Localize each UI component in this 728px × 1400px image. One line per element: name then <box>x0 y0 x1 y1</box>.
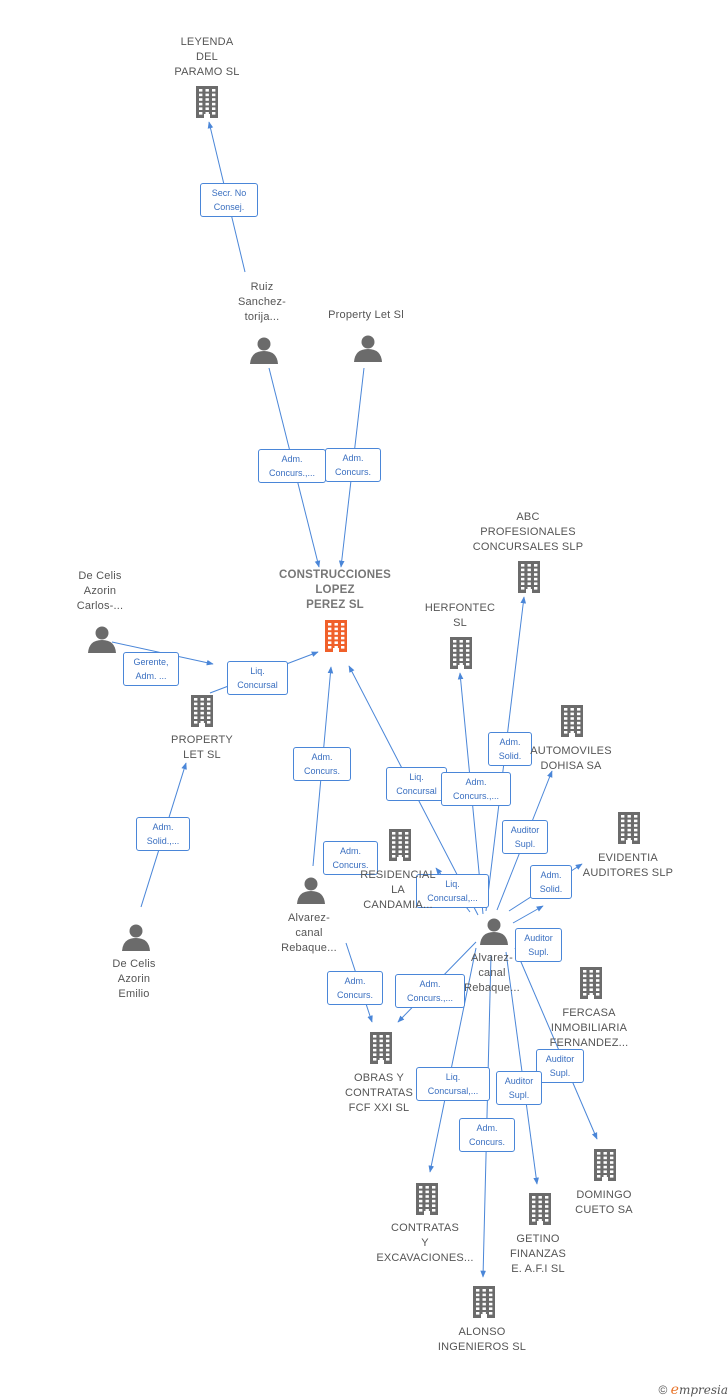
edge-label-alvarez2-to-residencial[interactable]: Liq. Concursal,... <box>416 874 489 908</box>
node-label-decelis_carlos[interactable]: De Celis Azorin Carlos-... <box>76 570 124 612</box>
building-icon-residencial[interactable] <box>389 829 411 861</box>
node-label-herfontec[interactable]: HERFONTEC SL <box>424 602 496 629</box>
edge-label-alvarez1-to-construcciones[interactable]: Adm. Concurs. <box>293 747 351 781</box>
edge-label-property_let_person-to-construcciones[interactable]: Adm. Concurs. <box>325 448 381 482</box>
node-label-leyenda[interactable]: LEYENDA DEL PARAMO SL <box>174 36 240 78</box>
edge-label-alvarez1-to-residencial[interactable]: Adm. Concurs. <box>323 841 378 875</box>
edge-label-alvarez2-to-construcciones[interactable]: Liq. Concursal <box>386 767 447 801</box>
edge-label-decelis_emilio-to-property_let_sl[interactable]: Adm. Solid.,... <box>136 817 190 851</box>
node-label-decelis_emilio[interactable]: De Celis Azorin Emilio <box>112 958 156 1000</box>
person-icon-decelis_emilio[interactable] <box>122 924 150 952</box>
person-icon-property_let_person[interactable] <box>354 335 382 363</box>
person-icon-alvarez2[interactable] <box>480 918 508 946</box>
edge-alvarez2-to-getino <box>505 951 539 1185</box>
building-icon-property_let_sl[interactable] <box>191 695 213 727</box>
node-label-residencial[interactable]: RESIDENCIAL LA CANDAMIA... <box>360 869 436 911</box>
building-icon-abc[interactable] <box>518 561 540 593</box>
footer-brand: © empresia <box>658 1382 728 1398</box>
edge-alvarez2-to-domingo <box>514 947 598 1140</box>
building-icon-automoviles[interactable] <box>561 705 583 737</box>
building-icon-domingo[interactable] <box>594 1149 616 1181</box>
building-icon-construcciones[interactable] <box>325 620 347 652</box>
edge-alvarez2-to-alonso <box>480 954 492 1278</box>
node-label-property_let_sl[interactable]: PROPERTY LET SL <box>171 734 233 761</box>
node-label-automoviles[interactable]: AUTOMOVILES DOHISA SA <box>530 745 612 772</box>
edge-label-alvarez2-to-alonso[interactable]: Adm. Concurs. <box>459 1118 515 1152</box>
edge-label-alvarez2-to-getino[interactable]: Auditor Supl. <box>496 1071 542 1105</box>
edge-label-alvarez2-to-fercasa[interactable]: Auditor Supl. <box>515 928 562 962</box>
person-icon-ruiz[interactable] <box>250 337 278 365</box>
edge-label-ruiz-to-construcciones[interactable]: Adm. Concurs.,... <box>258 449 326 483</box>
building-icon-obras[interactable] <box>370 1032 392 1064</box>
edge-label-alvarez2-to-evidentia[interactable]: Adm. Solid. <box>530 865 572 899</box>
copyright-symbol: © <box>658 1383 668 1397</box>
person-icon-alvarez1[interactable] <box>297 877 325 905</box>
edge-label-alvarez2-to-contratas[interactable]: Liq. Concursal,... <box>416 1067 490 1101</box>
edge-label-alvarez2-to-abc[interactable]: Adm. Solid. <box>488 732 532 766</box>
building-icon-contratas[interactable] <box>416 1183 438 1215</box>
node-label-obras[interactable]: OBRAS Y CONTRATAS FCF XXI SL <box>344 1072 413 1114</box>
node-label-alonso[interactable]: ALONSO INGENIEROS SL <box>437 1326 527 1353</box>
edge-alvarez2-to-fercasa <box>512 905 544 924</box>
building-icon-herfontec[interactable] <box>450 637 472 669</box>
edge-label-alvarez2-to-herfontec[interactable]: Adm. Concurs.,... <box>441 772 511 806</box>
person-icon-decelis_carlos[interactable] <box>88 626 116 654</box>
node-label-fercasa[interactable]: FERCASA INMOBILIARIA FERNANDEZ... <box>549 1007 629 1049</box>
edge-label-alvarez2-to-obras[interactable]: Adm. Concurs.,... <box>395 974 465 1008</box>
node-label-property_let_person[interactable]: Property Let Sl <box>328 309 404 321</box>
edge-label-property_let_sl-to-construcciones[interactable]: Liq. Concursal <box>227 661 288 695</box>
node-label-ruiz[interactable]: Ruiz Sanchez- torija... <box>237 281 287 323</box>
edge-label-ruiz-to-leyenda[interactable]: Secr. No Consej. <box>200 183 258 217</box>
building-icon-getino[interactable] <box>529 1193 551 1225</box>
edge-label-alvarez2-to-domingo[interactable]: Auditor Supl. <box>536 1049 584 1083</box>
edge-label-alvarez2-to-automoviles[interactable]: Auditor Supl. <box>502 820 548 854</box>
edge-label-decelis_carlos-to-property_let_sl[interactable]: Gerente, Adm. ... <box>123 652 179 686</box>
node-label-construcciones[interactable]: CONSTRUCCIONES LOPEZ PEREZ SL <box>278 569 392 611</box>
edge-label-alvarez1-to-obras[interactable]: Adm. Concurs. <box>327 971 383 1005</box>
edge-alvarez2-to-contratas <box>428 947 477 1173</box>
building-icon-fercasa[interactable] <box>580 967 602 999</box>
node-label-getino[interactable]: GETINO FINANZAS E. A.F.I SL <box>510 1233 566 1275</box>
node-label-evidentia[interactable]: EVIDENTIA AUDITORES SLP <box>582 852 674 879</box>
building-icon-leyenda[interactable] <box>196 86 218 118</box>
node-label-contratas[interactable]: CONTRATAS Y EXCAVACIONES... <box>376 1222 474 1264</box>
node-label-abc[interactable]: ABC PROFESIONALES CONCURSALES SLP <box>472 511 584 553</box>
building-icon-alonso[interactable] <box>473 1286 495 1318</box>
node-label-alvarez1[interactable]: Alvarez- canal Rebaque... <box>281 912 337 954</box>
node-label-alvarez2[interactable]: Alvarez- canal Rebaque... <box>464 952 520 994</box>
node-label-domingo[interactable]: DOMINGO CUETO SA <box>575 1189 633 1216</box>
brand-logo: empresia <box>670 1382 728 1398</box>
building-icon-evidentia[interactable] <box>618 812 640 844</box>
